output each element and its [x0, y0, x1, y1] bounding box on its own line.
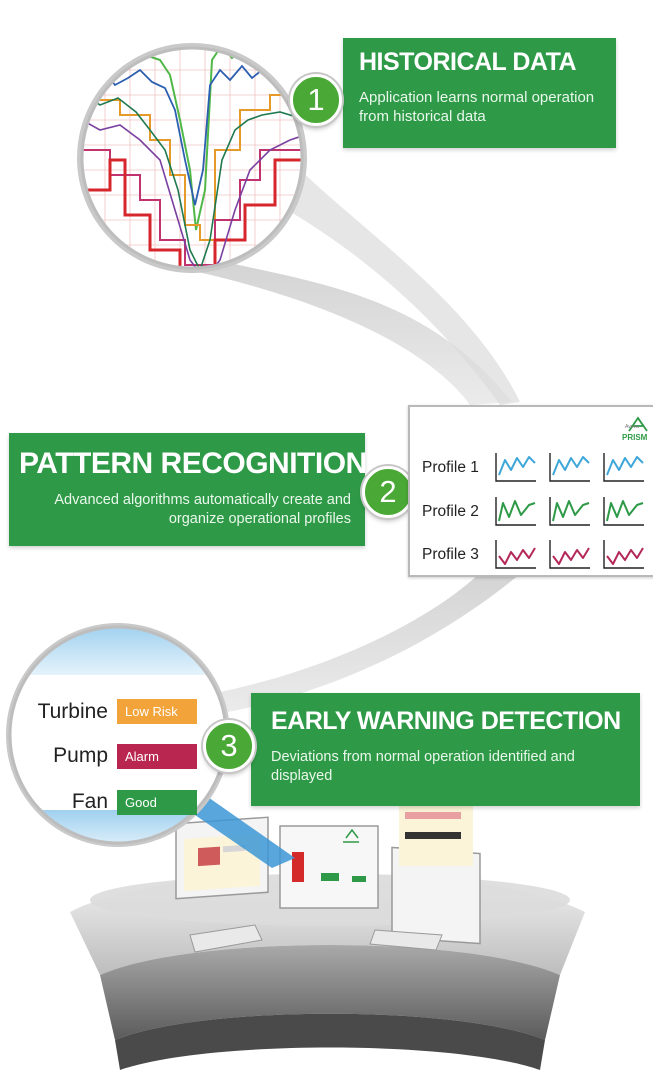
profile-1-label: Profile 1 [422, 459, 479, 476]
prism-logo-icon [628, 416, 648, 432]
step2-title: PATTERN RECOGNITION [19, 447, 367, 480]
logo-brand: Aveva [625, 424, 639, 430]
profile-3-trend-3 [603, 540, 644, 569]
logo-product: PRISM [622, 433, 648, 442]
turbine-status-badge: Low Risk [117, 699, 197, 724]
profile-trends [495, 453, 644, 569]
step3-title: EARLY WARNING DETECTION [271, 707, 621, 735]
step1-description: Application learns normal operation from… [359, 89, 595, 126]
profile-1-trend-2 [549, 453, 590, 482]
profile-2-trend-1 [495, 497, 536, 526]
profile-2-label: Profile 2 [422, 503, 479, 520]
turbine-label: Turbine [37, 700, 108, 723]
step1-number-badge: 1 [290, 74, 342, 126]
profile-3-trend-1 [495, 540, 536, 569]
step3-banner: EARLY WARNING DETECTION Deviations from … [251, 693, 640, 806]
step2-description: Advanced algorithms automatically create… [54, 492, 351, 527]
profile-2-trend-3 [603, 497, 644, 526]
pump-status-badge: Alarm [117, 744, 197, 769]
profile-1-trend-3 [603, 453, 644, 482]
step2-number-badge: 2 [362, 466, 414, 518]
pump-label: Pump [53, 744, 108, 767]
fan-label: Fan [71, 790, 108, 813]
profile-1-trend-1 [495, 453, 536, 482]
step1-banner: HISTORICAL DATA Application learns norma… [343, 38, 616, 148]
step2-banner: PATTERN RECOGNITION Advanced algorithms … [9, 433, 367, 546]
profile-3-label: Profile 3 [422, 546, 479, 563]
step3-number-badge: 3 [203, 720, 255, 772]
profiles-panel: Aveva PRISM Profile 1 Profile 2 Profile … [408, 405, 653, 577]
profile-3-trend-2 [549, 540, 590, 569]
fan-status-badge: Good [117, 790, 197, 815]
profile-2-trend-2 [549, 497, 590, 526]
step1-title: HISTORICAL DATA [359, 48, 577, 76]
step3-description: Deviations from normal operation identif… [271, 749, 575, 784]
